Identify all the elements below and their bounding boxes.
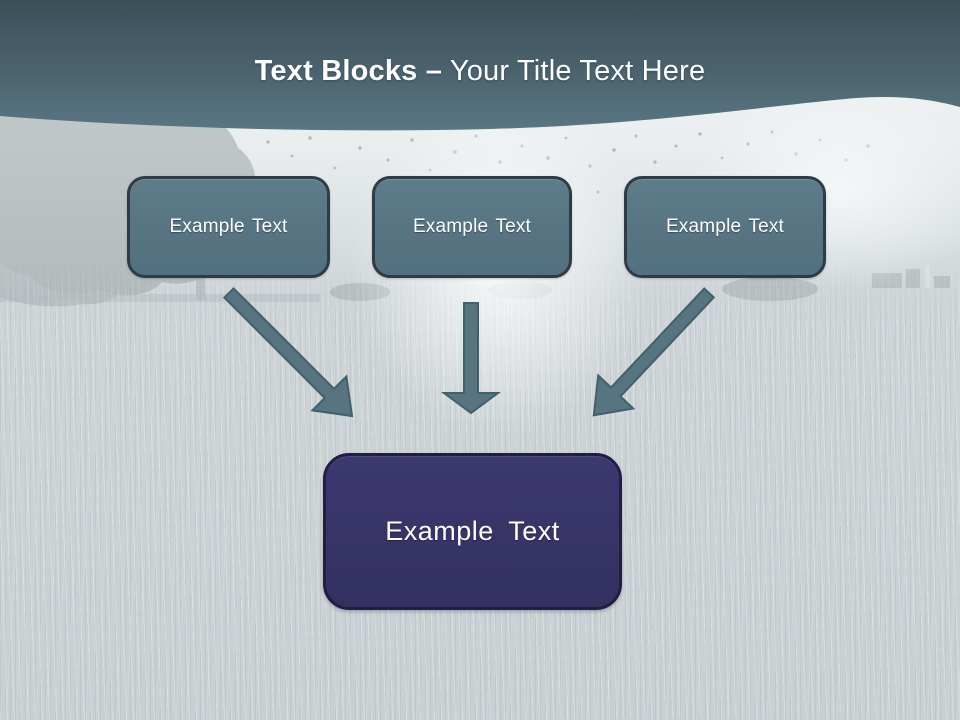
text-block-3: Example Text bbox=[624, 176, 826, 278]
text-block-2: Example Text bbox=[372, 176, 572, 278]
arrow-down-left-icon bbox=[592, 287, 716, 417]
target-block-label: Example Text bbox=[385, 516, 560, 546]
header-band bbox=[0, 0, 960, 131]
arrow-down-icon bbox=[440, 302, 502, 415]
text-block-1: Example Text bbox=[127, 176, 330, 278]
text-block-2-label: Example Text bbox=[412, 216, 532, 237]
slide-title-regular: Your Title Text Here bbox=[442, 55, 706, 87]
horizon-left bbox=[0, 294, 320, 302]
arrow-down-right-icon bbox=[222, 286, 354, 418]
text-block-3-label: Example Text bbox=[665, 216, 785, 237]
text-block-1-label: Example Text bbox=[169, 216, 288, 237]
slide-title: Text Blocks – Your Title Text Here bbox=[0, 55, 960, 88]
slide-title-bold: Text Blocks – bbox=[254, 55, 443, 87]
target-block: Example Text bbox=[323, 453, 622, 610]
